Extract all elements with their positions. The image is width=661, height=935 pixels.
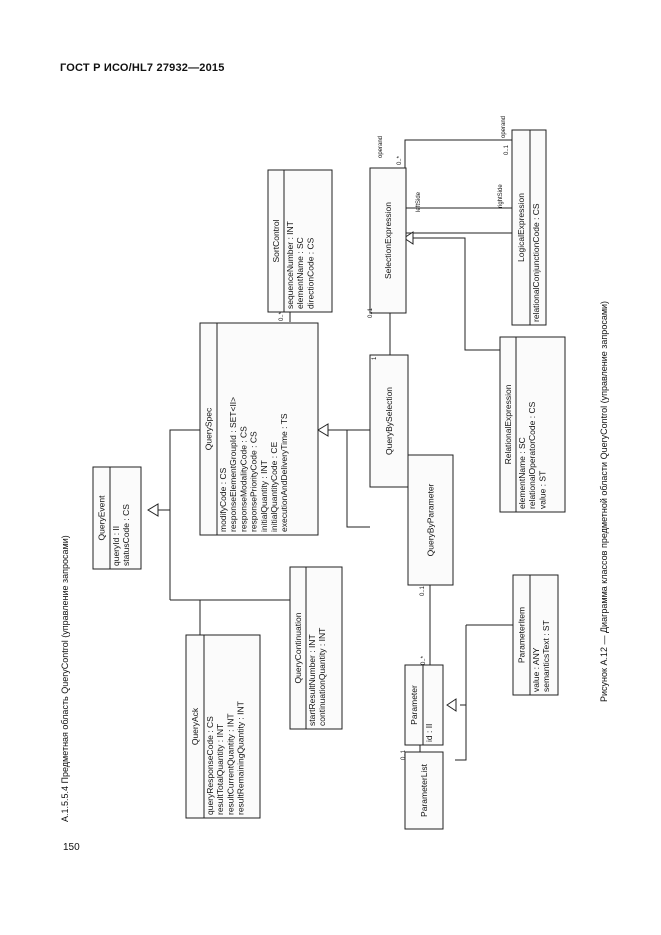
class-box [512,574,559,696]
class-attribute: responseModalityCode : CS [238,426,248,532]
class-name: RelationalExpression [503,384,513,464]
class-box [199,322,319,536]
class-attribute: resultCurrentQuantity : INT [225,713,235,815]
class-name: SortControl [271,219,281,262]
multiplicity-param-top: 0..* [421,655,427,665]
class-parameter-list: ParameterList [404,751,444,830]
multiplicity-sel-in: 0..1 [368,307,374,318]
role-right-side: rightSide [498,184,504,208]
class-attribute: startResultNumber : INT [307,634,317,726]
class-selection-expression: SelectionExpression [369,167,407,314]
association-labels: 0..* 1 0..1 0..* 0..1 0..* 0..1 0..1 ope… [279,116,510,760]
class-attribute: value : ANY [531,647,541,692]
class-attribute: resultTotalQuantity : INT [215,724,225,815]
class-query-continuation: QueryContinuation startResultNumber : INT… [289,566,343,730]
class-query-by-selection: QueryBySelection [369,354,409,488]
class-logical-expression: LogicalExpression relationalConjunctionCo… [511,129,547,326]
class-attribute: queryId : II [111,526,121,566]
generalization-queryspec-queryevent [148,429,200,511]
class-attribute: continuationQuantity : INT [317,628,327,726]
generalization-ack-continuation [169,510,290,635]
class-attribute: resultRemainingQuantity : INT [236,701,246,815]
generalization-relational-selection [412,237,500,351]
class-box [369,354,409,488]
multiplicity-sort: 0..* [279,311,285,321]
class-box [404,751,444,830]
generalization-arrows [147,231,457,712]
assoc-selection-logical-bottom [405,207,512,234]
multiplicity-log-top: 0..1 [504,144,510,155]
role-operand-top: operand [378,136,384,158]
class-name: QuerySpec [203,407,213,450]
role-left-side: leftSide [416,191,422,212]
generalization-items-parameter [455,624,513,761]
multiplicity-qbs: 1 [372,356,378,360]
class-box [289,566,343,730]
class-box [511,129,547,326]
class-box [185,634,261,819]
generalization-qbs-qbp-queryspec [318,429,370,528]
multiplicity-qbp: 0..1 [420,585,426,596]
class-box [499,336,566,513]
class-attribute: sequenceNumber : INT [285,221,295,309]
class-attribute: responseElementGroupId : SET<II> [228,397,238,532]
class-name: ParameterList [419,763,429,817]
class-attribute: initialQuantityCode : CE [269,441,279,532]
class-attribute: relationalConjunctionCode : CS [531,203,541,322]
class-name: Parameter [409,685,419,725]
class-query-by-parameter: QueryByParameter [407,454,454,586]
class-attribute: executionAndDeliveryTime : TS [279,413,289,532]
class-box [407,454,454,586]
class-attribute: statusCode : CS [121,504,131,566]
class-name: SelectionExpression [383,202,393,279]
class-attribute: initialQuantity : INT [259,460,269,532]
multiplicity-sel-top: 0..* [397,155,403,165]
class-name: ParameterItem [516,607,526,663]
class-attribute: responsePriorityCode : CS [249,431,259,532]
class-attribute: modifyCode : CS [218,467,228,532]
class-box [267,169,333,313]
class-attribute: relationalOperatorCode : CS [527,401,537,509]
class-box [369,167,407,314]
class-name: QueryContinuation [293,612,303,683]
class-parameter: Parameter id : II [404,664,444,746]
class-attribute: directionCode : CS [305,237,315,309]
class-box [404,664,444,746]
class-attribute: id : II [424,724,434,742]
class-name: QueryBySelection [384,387,394,455]
class-attribute: elementName : SC [517,437,527,509]
class-name: QueryEvent [96,495,106,541]
multiplicity-param-bot: 0..1 [401,749,407,760]
class-attribute: queryResponseCode : CS [205,716,215,815]
page-number: 150 [63,842,80,853]
document-header: ГОСТ Р ИСО/HL7 27932—2015 [60,62,225,74]
class-attribute: value : ST [537,471,547,509]
class-box [92,466,142,570]
class-name: LogicalExpression [516,193,526,262]
class-name: QueryByParameter [425,483,435,556]
role-operand-right: operand [501,116,507,138]
assoc-selection-logical-top [404,132,513,168]
class-attribute: semanticsText : ST [541,620,551,692]
class-name: QueryAck [190,707,200,745]
class-attribute: elementName : SC [295,237,305,309]
